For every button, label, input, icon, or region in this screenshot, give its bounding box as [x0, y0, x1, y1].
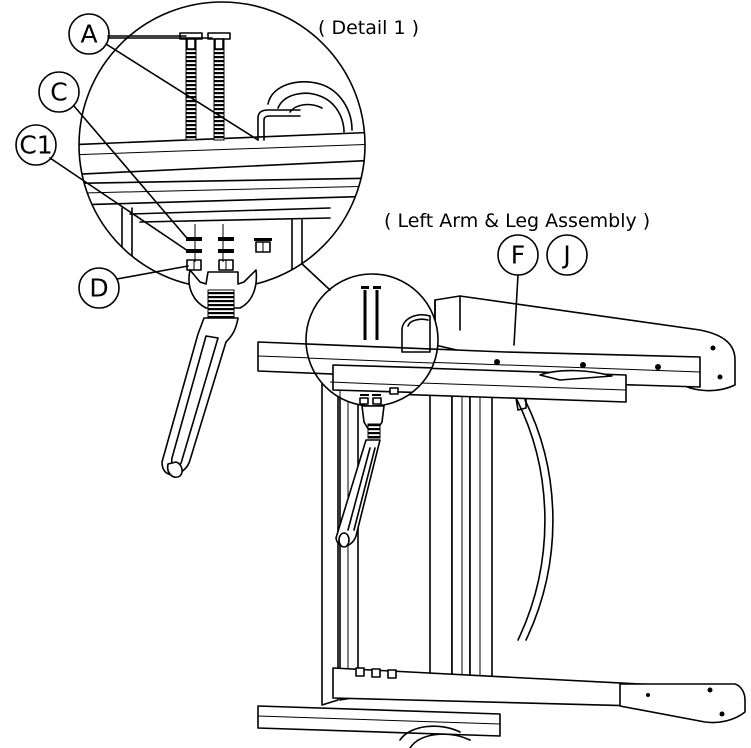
callouts: A C C1 D F	[15, 13, 588, 346]
callout-a: A	[68, 13, 259, 141]
callout-j: J	[546, 234, 588, 276]
svg-text:J: J	[561, 241, 570, 270]
detail-caption: ( Detail 1 )	[318, 17, 419, 39]
callout-c1: C1	[15, 124, 189, 252]
svg-text:A: A	[80, 20, 97, 49]
svg-text:C: C	[50, 78, 67, 107]
callout-c: C	[38, 71, 187, 238]
callout-f: F	[497, 234, 539, 346]
callout-d: D	[78, 265, 189, 309]
assembly-caption: ( Left Arm & Leg Assembly )	[384, 210, 650, 232]
svg-text:F: F	[511, 241, 525, 270]
small-wrench-illustration	[335, 405, 385, 548]
detail-leader-line	[299, 261, 331, 291]
large-wrench-illustration	[161, 269, 258, 479]
svg-text:C1: C1	[19, 131, 52, 160]
arm-leg-assembly	[257, 273, 746, 748]
svg-text:D: D	[89, 274, 108, 303]
detail-1-view	[78, 1, 366, 479]
